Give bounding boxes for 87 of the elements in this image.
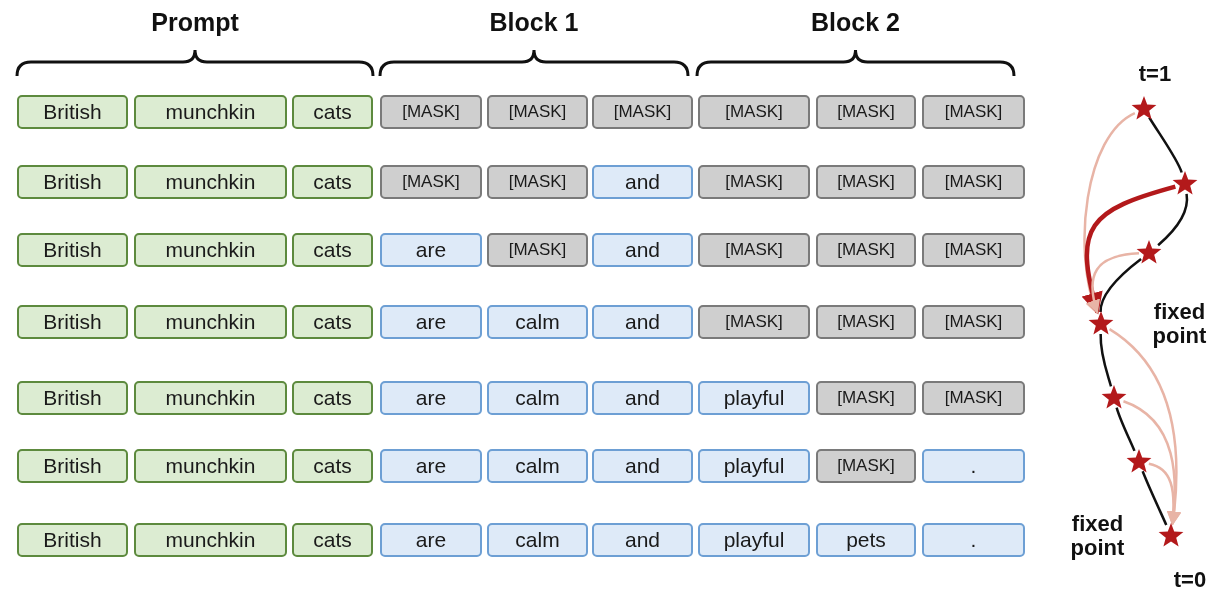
star-marker: [1172, 171, 1198, 197]
mask-token: [MASK]: [698, 95, 810, 129]
prompt-token: munchkin: [134, 449, 287, 483]
generated-token: calm: [487, 305, 588, 339]
mask-token: [MASK]: [816, 381, 916, 415]
prompt-token: cats: [292, 95, 373, 129]
star-marker: [1088, 311, 1114, 337]
generated-token: and: [592, 449, 693, 483]
star-marker: [1136, 240, 1162, 266]
star-marker: [1101, 385, 1127, 411]
star-marker: [1126, 449, 1152, 475]
trajectory-curve: [1157, 193, 1189, 247]
mask-token: [MASK]: [698, 165, 810, 199]
prompt-token: British: [17, 449, 128, 483]
prompt-token: British: [17, 381, 128, 415]
mask-token: [MASK]: [487, 233, 588, 267]
prompt-token: British: [17, 305, 128, 339]
mask-token: [MASK]: [922, 165, 1025, 199]
mask-token: [MASK]: [816, 305, 916, 339]
annotation-label: t=1: [1137, 62, 1173, 86]
generated-token: and: [592, 233, 693, 267]
mask-token: [MASK]: [816, 233, 916, 267]
generated-token: .: [922, 449, 1025, 483]
prompt-token: munchkin: [134, 523, 287, 557]
prompt-token: cats: [292, 449, 373, 483]
generated-token: and: [592, 381, 693, 415]
mask-token: [MASK]: [487, 95, 588, 129]
mask-token: [MASK]: [592, 95, 693, 129]
prompt-token: cats: [292, 305, 373, 339]
annotation-label: t=0: [1172, 568, 1208, 592]
mask-token: [MASK]: [816, 449, 916, 483]
generated-token: pets: [816, 523, 916, 557]
annotation-label: fixed point: [1069, 512, 1126, 560]
mask-token: [MASK]: [698, 233, 810, 267]
generated-token: are: [380, 233, 482, 267]
generated-token: and: [592, 165, 693, 199]
mask-token: [MASK]: [380, 165, 482, 199]
star-marker: [1131, 96, 1157, 122]
prompt-token: British: [17, 523, 128, 557]
arrow: [1081, 184, 1176, 315]
prompt-token: munchkin: [134, 305, 287, 339]
generated-token: calm: [487, 381, 588, 415]
generated-token: and: [592, 305, 693, 339]
arrow: [1148, 462, 1181, 526]
star-marker: [1158, 523, 1184, 549]
mask-token: [MASK]: [816, 95, 916, 129]
mask-token: [MASK]: [922, 381, 1025, 415]
prompt-token: munchkin: [134, 233, 287, 267]
generated-token: and: [592, 523, 693, 557]
mask-token: [MASK]: [922, 95, 1025, 129]
arrow: [1087, 252, 1140, 314]
mask-token: [MASK]: [487, 165, 588, 199]
trajectory-curve: [1099, 334, 1113, 387]
annotation-label: fixed point: [1151, 300, 1208, 348]
trajectory-curve: [1148, 116, 1183, 173]
prompt-token: munchkin: [134, 165, 287, 199]
trajectory-curve: [1115, 407, 1136, 452]
mask-token: [MASK]: [380, 95, 482, 129]
prompt-token: munchkin: [134, 381, 287, 415]
prompt-token: cats: [292, 233, 373, 267]
prompt-token: cats: [292, 381, 373, 415]
mask-token: [MASK]: [922, 305, 1025, 339]
prompt-token: cats: [292, 165, 373, 199]
trajectory-curve: [1099, 258, 1142, 313]
generated-token: calm: [487, 449, 588, 483]
generated-token: playful: [698, 449, 810, 483]
prompt-token: munchkin: [134, 95, 287, 129]
generated-token: are: [380, 523, 482, 557]
block-heading: Prompt: [151, 8, 239, 37]
generated-token: .: [922, 523, 1025, 557]
generated-token: are: [380, 381, 482, 415]
block-heading: Block 1: [489, 8, 579, 37]
prompt-token: British: [17, 233, 128, 267]
arrow: [1083, 111, 1136, 315]
generated-token: are: [380, 449, 482, 483]
mask-token: [MASK]: [698, 305, 810, 339]
prompt-token: cats: [292, 523, 373, 557]
generated-token: playful: [698, 523, 810, 557]
block-heading: Block 2: [811, 8, 900, 37]
generated-token: playful: [698, 381, 810, 415]
trajectory-curve: [1141, 470, 1168, 526]
mask-token: [MASK]: [816, 165, 916, 199]
prompt-token: British: [17, 95, 128, 129]
generated-token: are: [380, 305, 482, 339]
generated-token: calm: [487, 523, 588, 557]
mask-token: [MASK]: [922, 233, 1025, 267]
prompt-token: British: [17, 165, 128, 199]
